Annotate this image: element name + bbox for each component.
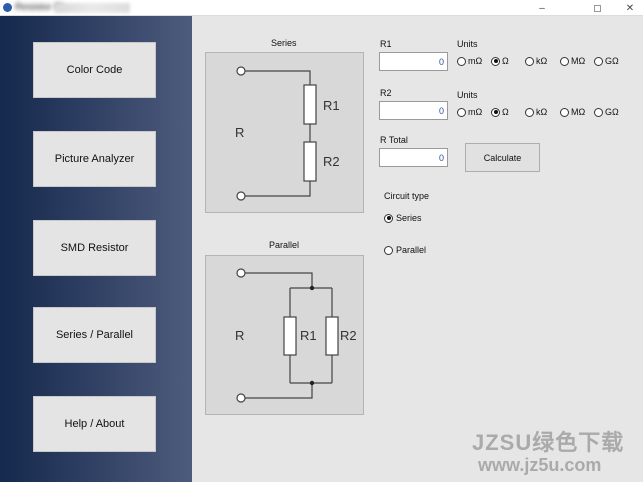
r2-unit-kiloohm[interactable]: kΩ <box>525 105 547 119</box>
radio-icon <box>525 107 534 117</box>
radio-label: Parallel <box>396 245 427 255</box>
sidebar-item-series-parallel[interactable]: Series / Parallel <box>33 307 156 363</box>
radio-label: MΩ <box>571 107 586 117</box>
r-total-output <box>379 148 448 167</box>
series-r1-label: R1 <box>323 98 340 113</box>
r1-unit-kiloohm[interactable]: kΩ <box>525 54 547 68</box>
r1-unit-ohm[interactable]: Ω <box>491 54 509 68</box>
r-total-label: R Total <box>380 135 408 145</box>
r1-unit-megaohm[interactable]: MΩ <box>560 54 585 68</box>
r2-label: R2 <box>380 88 392 98</box>
maximize-icon <box>593 4 601 12</box>
radio-icon <box>457 107 466 117</box>
sidebar-item-picture-analyzer[interactable]: Picture Analyzer <box>33 131 156 187</box>
radio-icon <box>384 245 393 255</box>
watermark-line-1: JZSU绿色下载 <box>472 430 625 455</box>
r2-units-label: Units <box>457 90 478 100</box>
parallel-caption: Parallel <box>269 240 300 250</box>
radio-selected-icon <box>491 107 500 117</box>
watermark: JZSU绿色下载 www.jz5u.com <box>472 425 642 479</box>
maximize-button[interactable] <box>577 0 617 16</box>
series-r2-label: R2 <box>323 154 340 169</box>
radio-icon <box>560 107 569 117</box>
radio-label: Series <box>396 213 422 223</box>
sidebar: Color Code Picture Analyzer SMD Resistor… <box>0 16 192 482</box>
r1-input[interactable] <box>379 52 448 71</box>
radio-label: GΩ <box>605 107 619 117</box>
series-circuit-graphic: R R1 R2 <box>235 66 340 201</box>
parallel-r2-label: R2 <box>340 328 357 343</box>
r1-label: R1 <box>380 39 392 49</box>
r1-unit-milliohm[interactable]: mΩ <box>457 54 482 68</box>
r2-unit-megaohm[interactable]: MΩ <box>560 105 585 119</box>
r2-input[interactable] <box>379 101 448 120</box>
close-icon: ✕ <box>625 2 635 14</box>
radio-label: kΩ <box>536 56 548 66</box>
radio-selected-icon <box>384 213 393 223</box>
series-diagram: R R1 R2 <box>205 52 364 213</box>
circuit-type-label: Circuit type <box>384 191 430 201</box>
radio-selected-icon <box>491 56 500 66</box>
r2-units-group: mΩ Ω kΩ MΩ GΩ <box>457 105 637 119</box>
calculate-button[interactable]: Calculate <box>465 143 540 172</box>
main-content: Series R R1 R2 Parallel <box>192 16 643 482</box>
radio-label: Ω <box>502 107 509 117</box>
radio-icon <box>594 107 603 117</box>
parallel-total-label: R <box>235 328 244 343</box>
r1-units-label: Units <box>457 39 478 49</box>
radio-label: mΩ <box>468 56 483 66</box>
radio-label: GΩ <box>605 56 619 66</box>
parallel-circuit-graphic: R R1 R2 <box>235 268 357 403</box>
r2-unit-gigaohm[interactable]: GΩ <box>594 105 619 119</box>
minimize-button[interactable]: – <box>522 0 562 16</box>
parallel-diagram: R R1 R2 <box>205 255 364 415</box>
series-caption: Series <box>271 38 297 48</box>
sidebar-item-color-code[interactable]: Color Code <box>33 42 156 98</box>
minimize-icon: – <box>539 2 545 14</box>
blurred-title-region <box>55 3 130 13</box>
watermark-line-2: www.jz5u.com <box>478 455 602 475</box>
radio-icon <box>525 56 534 66</box>
close-button[interactable]: ✕ <box>610 0 643 16</box>
radio-label: Ω <box>502 56 509 66</box>
radio-icon <box>457 56 466 66</box>
circuit-type-series-radio[interactable]: Series <box>384 212 422 224</box>
radio-label: kΩ <box>536 107 548 117</box>
window-title: Resistor Pi <box>15 2 64 13</box>
radio-icon <box>594 56 603 66</box>
app-icon <box>3 3 12 12</box>
series-total-label: R <box>235 125 244 140</box>
r2-unit-milliohm[interactable]: mΩ <box>457 105 482 119</box>
title-bar: Resistor Pi – ✕ <box>0 0 643 16</box>
sidebar-item-help-about[interactable]: Help / About <box>33 396 156 452</box>
circuit-type-parallel-radio[interactable]: Parallel <box>384 244 426 256</box>
r2-unit-ohm[interactable]: Ω <box>491 105 509 119</box>
radio-label: MΩ <box>571 56 586 66</box>
r1-units-group: mΩ Ω kΩ MΩ GΩ <box>457 54 637 68</box>
radio-label: mΩ <box>468 107 483 117</box>
parallel-r1-label: R1 <box>300 328 317 343</box>
radio-icon <box>560 56 569 66</box>
r1-unit-gigaohm[interactable]: GΩ <box>594 54 619 68</box>
sidebar-item-smd-resistor[interactable]: SMD Resistor <box>33 220 156 276</box>
